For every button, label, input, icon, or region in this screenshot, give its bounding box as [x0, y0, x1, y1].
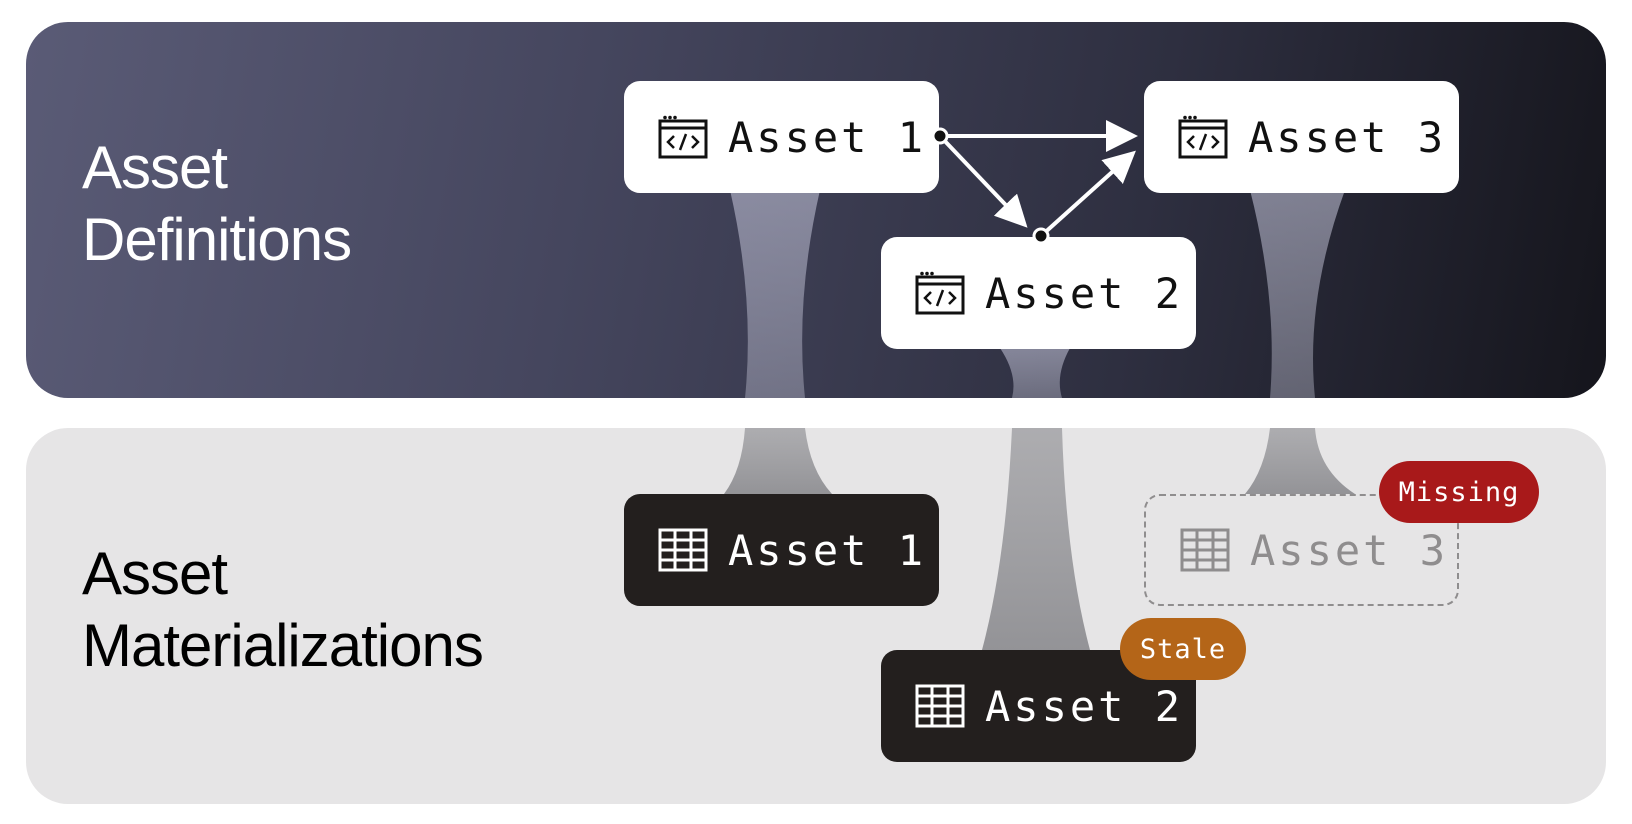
definitions-title-line1: Asset: [82, 134, 228, 201]
definition-label: Asset 1: [728, 112, 927, 162]
code-window-icon: [658, 115, 708, 159]
stale-badge-label: Stale: [1139, 633, 1227, 665]
definition-node-asset-2[interactable]: Asset 2: [881, 237, 1196, 349]
missing-badge-label: Missing: [1398, 476, 1520, 508]
definition-label: Asset 2: [985, 268, 1184, 318]
beam-asset-2-lower: [982, 428, 1090, 650]
table-icon: [915, 684, 965, 728]
beam-asset-1-lower: [724, 428, 832, 494]
materialization-node-asset-1[interactable]: Asset 1: [624, 494, 939, 606]
materialization-label: Asset 3: [1250, 525, 1449, 575]
definition-label: Asset 3: [1248, 112, 1447, 162]
beam-asset-3-upper: [1250, 190, 1345, 398]
materializations-panel-title: Asset Materializations: [82, 538, 484, 682]
code-window-icon: [1178, 115, 1228, 159]
definition-node-asset-3[interactable]: Asset 3: [1144, 81, 1459, 193]
materializations-title-line1: Asset: [82, 540, 228, 607]
code-window-icon: [915, 271, 965, 315]
table-icon: [1180, 528, 1230, 572]
materialization-label: Asset 1: [728, 525, 927, 575]
table-icon: [658, 528, 708, 572]
beam-asset-1-upper: [730, 190, 820, 398]
definition-node-asset-1[interactable]: Asset 1: [624, 81, 939, 193]
stale-status-badge: Stale: [1120, 618, 1246, 680]
materialization-node-asset-3[interactable]: Asset 3: [1144, 494, 1459, 606]
materializations-title-line2: Materializations: [82, 612, 484, 679]
missing-status-badge: Missing: [1379, 461, 1539, 523]
beam-asset-2-upper: [1000, 348, 1070, 398]
definitions-panel-title: Asset Definitions: [82, 132, 352, 276]
definitions-title-line2: Definitions: [82, 206, 352, 273]
materialization-label: Asset 2: [985, 681, 1184, 731]
beam-asset-3-lower: [1245, 428, 1355, 494]
